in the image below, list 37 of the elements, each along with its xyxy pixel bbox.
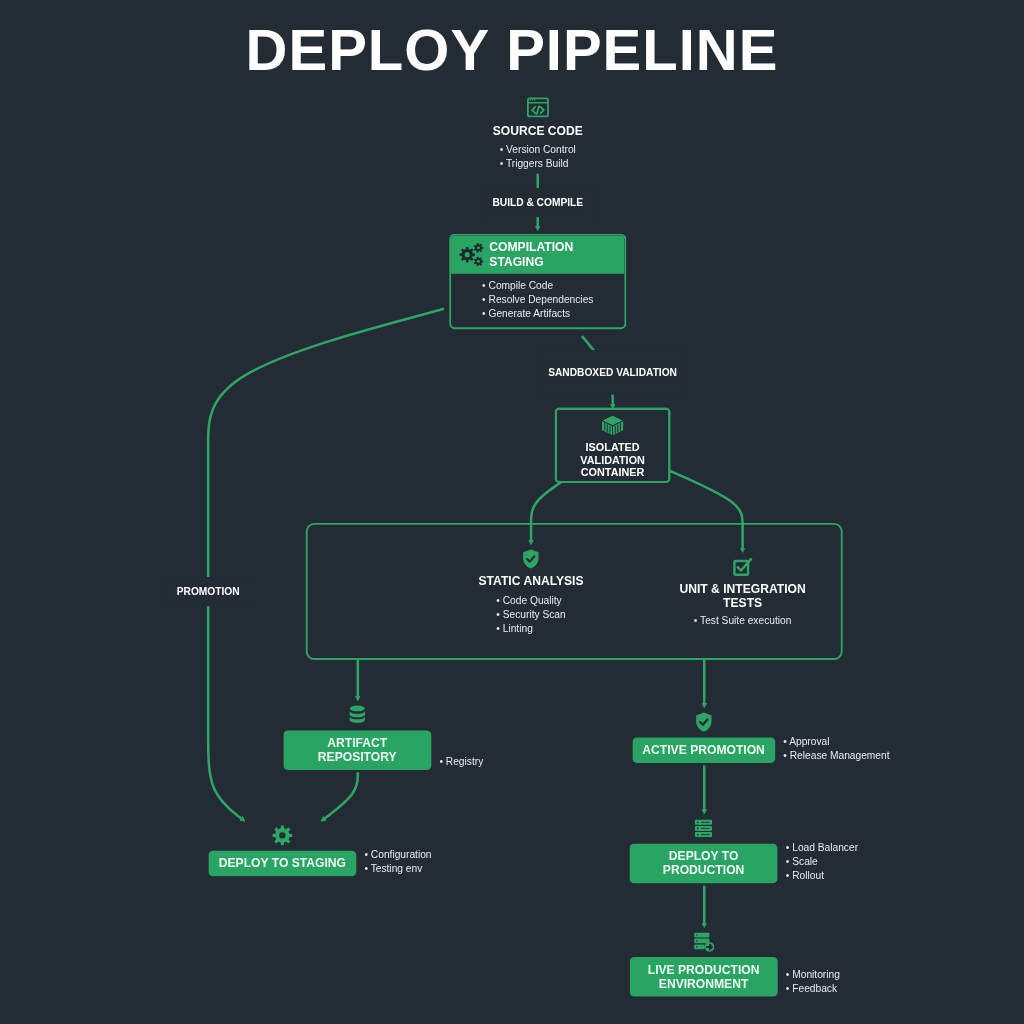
arrow <box>320 772 360 822</box>
bullet-item: • Scale <box>785 855 819 870</box>
bullet-item: • Approval <box>783 735 831 749</box>
node-label: • Code Quality <box>496 594 562 606</box>
node-box: ARTIFACT REPOSITORY <box>283 730 432 770</box>
node-box: DEPLOY TO STAGING <box>208 850 357 877</box>
node-label: UNIT & INTEGRATION TESTS <box>679 582 806 610</box>
arrow <box>206 307 445 822</box>
arrow <box>528 481 562 546</box>
bullet-item: • Configuration <box>364 848 432 863</box>
bullet-item: • Load Balancer <box>785 841 859 855</box>
edge-label: SANDBOXED VALIDATION <box>548 366 677 378</box>
node-box: LIVE PRODUCTION ENVIRONMENT <box>629 957 778 997</box>
bullet-item: • Registry <box>439 754 484 769</box>
node-label: • Test Suite execution <box>693 614 792 626</box>
node-label: • Security Scan <box>496 608 566 620</box>
arrow <box>701 885 708 928</box>
edge-label: BUILD & COMPILE <box>492 196 584 208</box>
diagram-title: DEPLOY PIPELINE <box>244 16 780 84</box>
node-label: • Version Control <box>499 144 576 156</box>
bullet-item: • Release Management <box>783 749 890 763</box>
arrow <box>701 765 708 815</box>
arrow <box>701 659 708 709</box>
node-label: • Triggers Build <box>499 158 569 170</box>
node-label: • Linting <box>496 622 533 634</box>
arrow <box>669 469 746 553</box>
bullet-item: • Feedback <box>785 982 839 997</box>
node-label: STATIC ANALYSIS <box>478 574 584 588</box>
node-label: SOURCE CODE <box>492 123 583 138</box>
arrow <box>355 659 361 702</box>
edge-label: PROMOTION <box>176 585 240 597</box>
bullet-item: • Monitoring <box>785 968 840 983</box>
bullet-item: • Rollout <box>785 869 825 884</box>
cluster <box>305 522 843 660</box>
bullet-item: • Testing env <box>364 862 424 877</box>
node-box: DEPLOY TO PRODUCTION <box>629 843 778 884</box>
node-box: ACTIVE PROMOTION <box>632 737 776 763</box>
